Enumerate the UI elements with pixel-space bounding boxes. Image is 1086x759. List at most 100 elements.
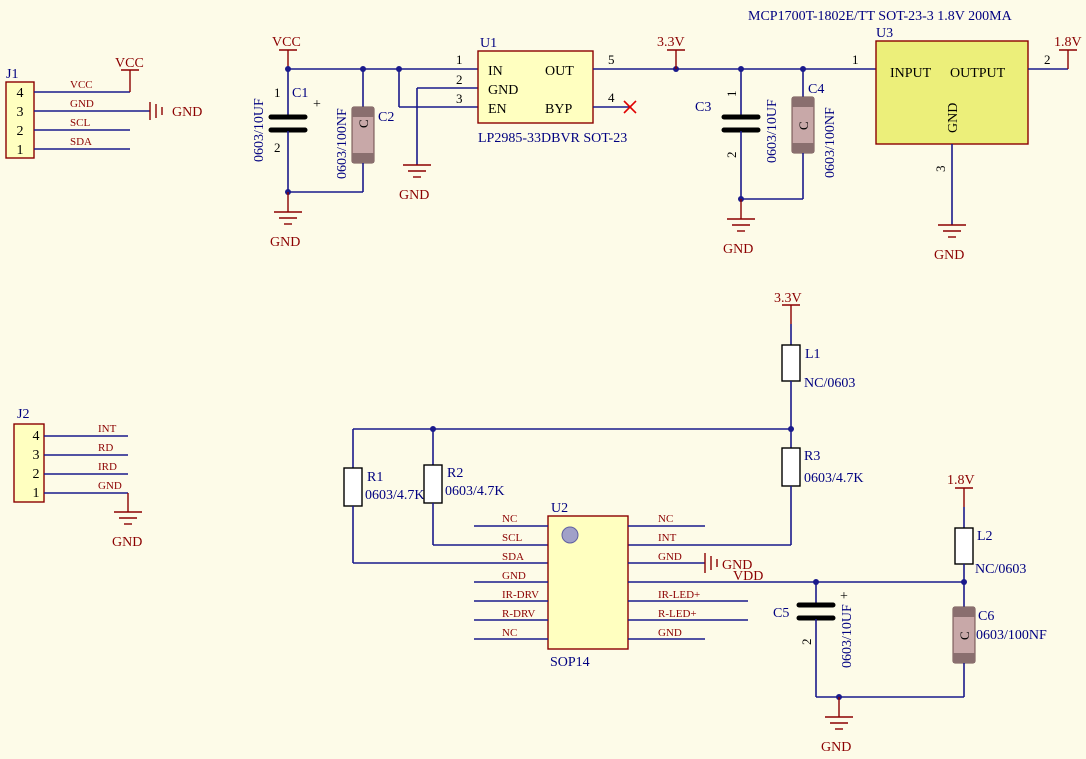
- j1-signal-sda: SDA: [70, 136, 92, 148]
- r2-value: 0603/4.7K: [445, 484, 505, 499]
- u1-designator: U1: [480, 36, 497, 51]
- r3-designator: R3: [804, 449, 820, 464]
- l2-designator: L2: [977, 529, 993, 544]
- c2-value: 0603/100NF: [335, 108, 350, 179]
- l1-value: NC/0603: [804, 376, 855, 391]
- svg-text:R-LED+: R-LED+: [658, 608, 697, 620]
- capacitor-c3[interactable]: C3 1 2 0603/10UF: [695, 69, 780, 199]
- j1-signal-gnd: GND: [70, 98, 94, 110]
- svg-text:R-DRV: R-DRV: [502, 608, 535, 620]
- gnd-symbol-c3: GND: [723, 199, 755, 257]
- svg-text:BYP: BYP: [545, 102, 572, 117]
- c5-designator: C5: [773, 606, 789, 621]
- capacitor-c5[interactable]: C5 2 + 0603/10UF: [773, 582, 855, 697]
- j1-gnd-port-label: GND: [172, 105, 202, 120]
- capacitor-c2[interactable]: C C2 0603/100NF: [335, 69, 394, 192]
- j2-pin-4: 4: [33, 429, 40, 444]
- c1-value: 0603/10UF: [252, 98, 267, 162]
- gnd-symbol-u3: GND: [934, 224, 966, 263]
- gnd-symbol-c5: GND: [821, 697, 853, 755]
- capacitor-c4[interactable]: C C4 0603/100NF: [791, 69, 838, 199]
- u3-designator: U3: [876, 26, 893, 41]
- svg-text:2: 2: [799, 639, 814, 646]
- svg-text:INPUT: INPUT: [890, 66, 932, 81]
- j2-signal-gnd: GND: [98, 480, 122, 492]
- j1-pin-4: 4: [17, 86, 24, 101]
- c2-designator: C2: [378, 110, 394, 125]
- sensor-u2[interactable]: U2 SOP14: [547, 501, 629, 670]
- svg-text:3: 3: [456, 91, 463, 106]
- j1-signal-vcc: VCC: [70, 79, 93, 91]
- no-connect-marker-byp: [623, 100, 637, 114]
- r1-value: 0603/4.7K: [365, 488, 425, 503]
- svg-text:SCL: SCL: [502, 532, 522, 544]
- j2-pin-1: 1: [33, 486, 40, 501]
- resistor-r2[interactable]: R2 0603/4.7K: [423, 429, 505, 545]
- port-1v8-bottom: 1.8V: [947, 473, 975, 507]
- svg-text:IR-DRV: IR-DRV: [502, 589, 539, 601]
- u2-body: [547, 515, 629, 650]
- svg-text:EN: EN: [488, 102, 507, 117]
- u1-part: LP2985-33DBVR SOT-23: [478, 131, 627, 146]
- svg-text:GND: GND: [722, 558, 752, 573]
- j1-pin-1: 1: [17, 143, 24, 158]
- svg-text:OUTPUT: OUTPUT: [950, 66, 1006, 81]
- connector-j1[interactable]: J1 4 3 2 1 VCC GND SCL SDA VCC GND: [5, 56, 202, 159]
- svg-text:1: 1: [456, 52, 463, 67]
- u1-body: [477, 50, 594, 124]
- j2-pin-2: 2: [33, 467, 40, 482]
- svg-text:GND: GND: [723, 242, 753, 257]
- inductor-l2[interactable]: L2 NC/0603: [954, 527, 1026, 577]
- c4-designator: C4: [808, 82, 824, 97]
- svg-text:2: 2: [724, 152, 739, 159]
- j2-pin-3: 3: [33, 448, 40, 463]
- j1-designator: J1: [6, 67, 18, 82]
- c3-designator: C3: [695, 100, 711, 115]
- svg-text:+: +: [313, 97, 321, 112]
- svg-text:GND: GND: [821, 740, 851, 755]
- svg-text:1.8V: 1.8V: [947, 473, 975, 488]
- svg-text:2: 2: [274, 140, 281, 155]
- svg-text:IR-LED+: IR-LED+: [658, 589, 700, 601]
- c1-designator: C1: [292, 86, 308, 101]
- resistor-r3[interactable]: R3 0603/4.7K: [781, 447, 864, 545]
- svg-text:GND: GND: [502, 570, 526, 582]
- svg-text:4: 4: [608, 90, 615, 105]
- svg-text:GND: GND: [934, 248, 964, 263]
- u2-designator: U2: [551, 501, 568, 516]
- svg-text:C: C: [796, 121, 811, 130]
- j1-vcc-port-label: VCC: [115, 56, 144, 71]
- port-1v8-top: 1.8V: [1054, 35, 1082, 69]
- svg-text:OUT: OUT: [545, 64, 574, 79]
- capacitor-c6[interactable]: C C6 0603/100NF: [952, 606, 1047, 697]
- gnd-symbol-c1: GND: [270, 192, 302, 250]
- regulator-u3[interactable]: MCP1700T-1802E/TT SOT-23-3 1.8V 200MA U3…: [748, 9, 1051, 172]
- connector-j2[interactable]: J2 4 3 2 1 INT RD IRD GND GND: [13, 407, 142, 550]
- svg-text:VCC: VCC: [272, 35, 301, 50]
- vdd-net-label: VDD: [733, 569, 763, 584]
- port-3v3-bottom: 3.3V: [774, 291, 802, 324]
- svg-text:GND: GND: [399, 188, 429, 203]
- resistor-r1[interactable]: R1 0603/4.7K: [343, 429, 425, 563]
- j2-signal-rd: RD: [98, 442, 113, 454]
- svg-text:GND: GND: [270, 235, 300, 250]
- svg-text:GND: GND: [658, 627, 682, 639]
- j2-signal-ird: IRD: [98, 461, 117, 473]
- svg-text:3.3V: 3.3V: [657, 35, 685, 50]
- svg-text:IN: IN: [488, 64, 503, 79]
- capacitor-c1[interactable]: C1 1 2 + 0603/10UF: [252, 69, 321, 192]
- j2-designator: J2: [17, 407, 29, 422]
- svg-text:3: 3: [933, 166, 948, 173]
- inductor-l1[interactable]: L1 NC/0603: [781, 344, 855, 391]
- gnd-symbol-u1: GND: [399, 164, 431, 203]
- r3-value: 0603/4.7K: [804, 471, 864, 486]
- j2-gnd-port-label: GND: [112, 535, 142, 550]
- c4-value: 0603/100NF: [823, 107, 838, 178]
- svg-text:2: 2: [456, 72, 463, 87]
- regulator-u1[interactable]: U1 IN GND EN OUT BYP 1 2 3 5 4 LP2985-33…: [456, 36, 627, 146]
- r2-designator: R2: [447, 466, 463, 481]
- c3-value: 0603/10UF: [765, 99, 780, 163]
- j1-pin-2: 2: [17, 124, 24, 139]
- svg-text:C: C: [957, 631, 972, 640]
- svg-text:1: 1: [724, 91, 739, 98]
